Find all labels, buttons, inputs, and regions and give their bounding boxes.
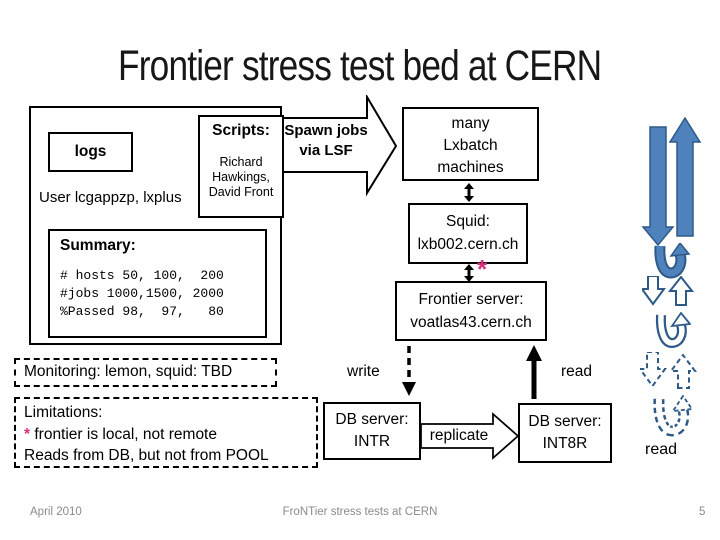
lxbatch-box: many Lxbatch machines: [402, 107, 539, 181]
footer-date: April 2010: [30, 506, 82, 518]
summary-passed-line: %Passed 98, 97, 80: [60, 304, 224, 319]
down-up-arrows-outline-icon: [642, 276, 695, 306]
limitations-line2: * frontier is local, not remote: [24, 424, 316, 446]
spawn-jobs-label-line1: Spawn jobs: [284, 122, 368, 139]
write-arrow-icon: [402, 346, 416, 396]
updown-arrow-icon: [464, 264, 474, 282]
footer-title: FroNTier stress tests at CERN: [282, 506, 438, 518]
scripts-authors: Richard Hawkings, David Front: [208, 155, 274, 199]
spawn-jobs-label-line2: via LSF: [299, 142, 353, 159]
summary-jobs-line: #jobs 1000,1500, 2000: [60, 286, 224, 301]
read-label-bottom: read: [645, 441, 678, 458]
spawn-jobs-label: Spawn jobs via LSF: [282, 121, 370, 161]
down-up-arrows-dashed-icon: [640, 352, 697, 389]
footer-page-number: 5: [699, 506, 706, 518]
big-down-up-arrows-icon: [641, 116, 702, 247]
uturn-arrow-dashed-icon: [653, 395, 694, 437]
spawn-jobs-arrow: [272, 95, 398, 197]
summary-stats: # hosts 50, 100, 200 #jobs 1000,1500, 20…: [60, 267, 265, 321]
limitations-line2-text: frontier is local, not remote: [30, 425, 217, 443]
read-label-mid: read: [561, 363, 593, 380]
db-server-intr-box: DB server: INTR: [323, 402, 421, 460]
limitations-box: Limitations: * frontier is local, not re…: [14, 397, 318, 468]
uturn-arrow-outline-icon: [655, 312, 691, 349]
page-title: Frontier stress test bed at CERN: [0, 42, 720, 91]
monitoring-box: Monitoring: lemon, squid: TBD: [14, 358, 277, 387]
updown-arrow-icon: [464, 183, 474, 202]
db-server-int8r-box: DB server: INT8R: [518, 403, 612, 463]
write-label: write: [347, 363, 380, 380]
summary-box: Summary: # hosts 50, 100, 200 #jobs 1000…: [48, 229, 267, 338]
limitations-line3: Reads from DB, but not from POOL: [24, 447, 269, 464]
star-inline: *: [24, 425, 31, 443]
logs-box: logs: [48, 132, 133, 172]
frontier-server-box: Frontier server: voatlas43.cern.ch: [395, 281, 547, 341]
page-title-text: Frontier stress test bed at CERN: [118, 42, 602, 90]
star-annotation: *: [477, 254, 488, 284]
scripts-box: Scripts: Richard Hawkings, David Front: [198, 115, 284, 218]
limitations-title: Limitations:: [24, 404, 103, 421]
summary-hosts-line: # hosts 50, 100, 200: [60, 268, 224, 283]
replicate-label: replicate: [429, 427, 489, 444]
uturn-arrow-filled-icon: [654, 243, 691, 279]
read-arrow-icon: [526, 345, 542, 399]
squid-box: Squid: lxb002.cern.ch: [408, 203, 528, 264]
scripts-title: Scripts:: [212, 122, 270, 139]
user-label: User lcgappzp, lxplus: [39, 189, 182, 206]
replicate-arrow: [421, 412, 519, 460]
summary-title: Summary:: [60, 237, 136, 254]
